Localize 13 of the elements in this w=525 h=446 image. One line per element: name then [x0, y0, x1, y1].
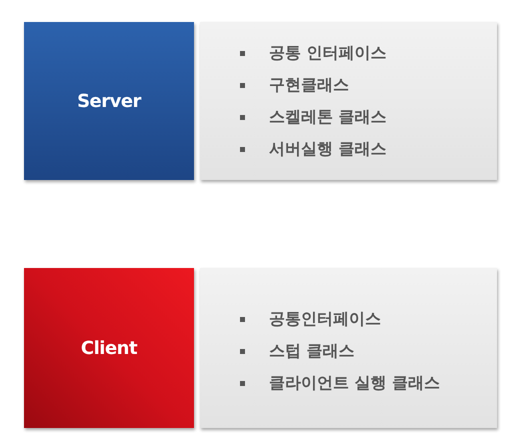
client-box: [24, 268, 194, 428]
list-panel: [200, 268, 497, 428]
list-item-text: 클라이언트 실행 클래스: [269, 372, 440, 394]
list-item-text: 스텁 클래스: [269, 340, 355, 362]
list-panel: [200, 22, 497, 180]
box-title: Client: [80, 338, 138, 358]
list-item-text: 서버실행 클래스: [269, 138, 387, 160]
list-item-text: 구현클래스: [269, 74, 349, 96]
box-title: Server: [77, 90, 141, 112]
list-item-text: 스켈레톤 클래스: [269, 106, 387, 128]
server-box: [24, 22, 194, 180]
list-item-text: 공통 인터페이스: [269, 42, 387, 64]
list-item-text: 공통인터페이스: [269, 308, 381, 330]
